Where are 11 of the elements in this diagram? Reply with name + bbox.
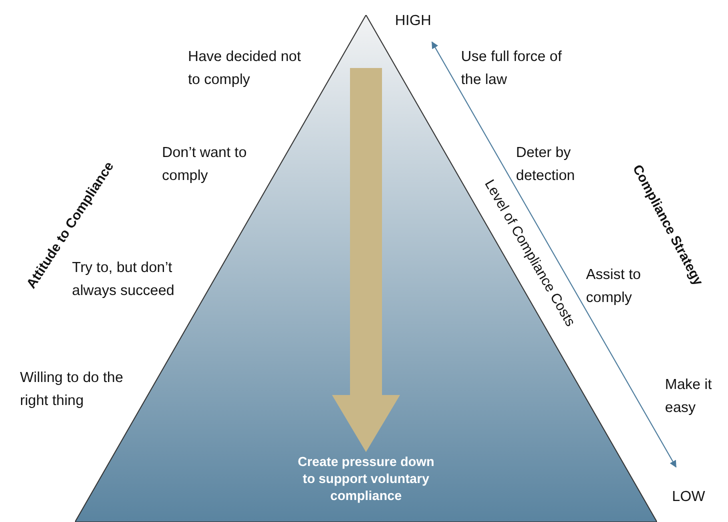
attitude-label: Try to, but don’t always succeed — [72, 259, 176, 301]
strategy-label: Use full force of the law — [461, 48, 563, 90]
strategy-label: Deter by detection — [516, 144, 576, 186]
attitude-label: Willing to do the right thing — [20, 369, 124, 411]
attitude-label: Have decided not to comply — [188, 48, 302, 90]
pyramid-text: Create pressure down to support voluntary compliance — [296, 453, 436, 504]
axis-label: LOW — [672, 488, 706, 507]
strategy-label: Make it easy — [665, 376, 713, 418]
strategy-label: Assist to comply — [586, 266, 642, 308]
axis-label: HIGH — [395, 12, 432, 31]
attitude-label: Don’t want to comply — [162, 144, 248, 186]
